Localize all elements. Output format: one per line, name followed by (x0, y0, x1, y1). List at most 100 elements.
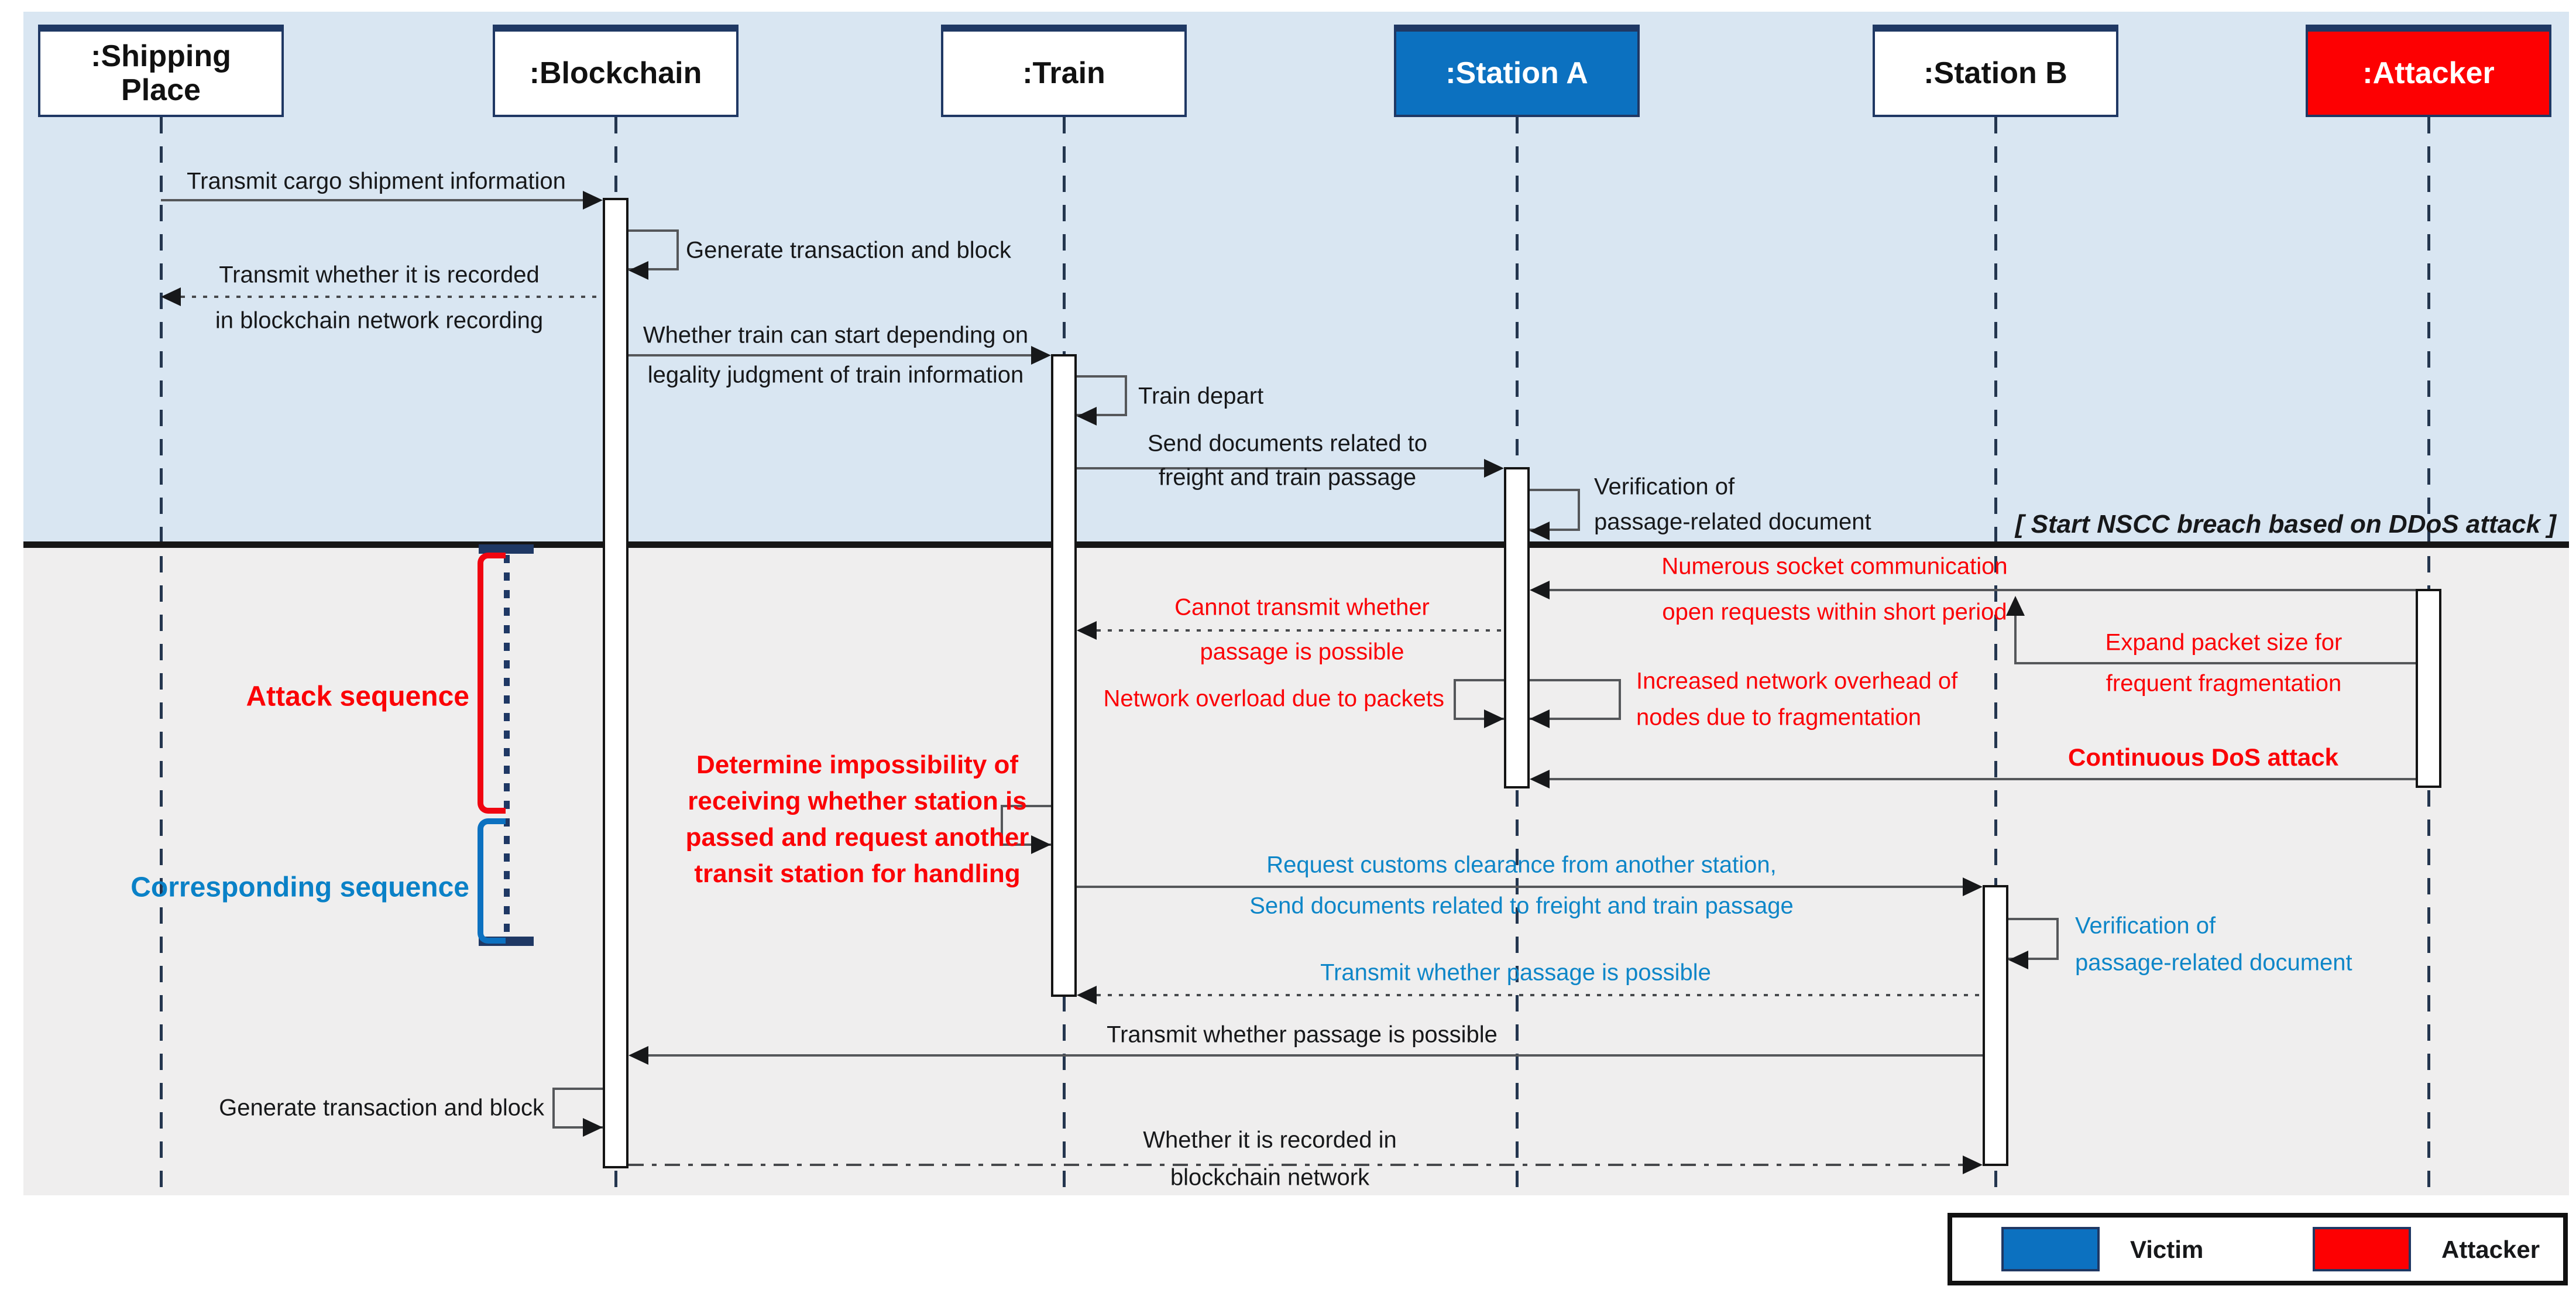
message-label-m20-line1: Whether it is recorded in (1143, 1127, 1397, 1153)
message-line-m17 (1097, 994, 1983, 996)
self-loop-m11 (1454, 679, 1504, 720)
arrowhead-m10 (2006, 596, 2025, 616)
activation-train (1051, 354, 1077, 997)
bracket-top-cap (479, 544, 534, 554)
message-label-m13: Continuous DoS attack (2067, 743, 2339, 771)
message-line-m10-vertical (2014, 615, 2017, 664)
message-label-m9-line2: passage is possible (1200, 639, 1404, 665)
self-loop-m2 (628, 229, 679, 270)
arrowhead-m17 (1077, 986, 1097, 1004)
message-label-m4-line2: legality judgment of train information (647, 362, 1024, 388)
message-label-m3-line1: Transmit whether it is recorded (219, 262, 540, 288)
message-line-m15 (1077, 886, 1963, 888)
arrowhead-m20 (1963, 1155, 1983, 1174)
legend-attacker-swatch (2313, 1227, 2411, 1271)
legend-victim-label: Victim (2130, 1236, 2204, 1263)
actor-station-b: :Station B (1873, 25, 2118, 117)
activation-station-a (1504, 467, 1530, 788)
message-line-m10-horizontal (2014, 662, 2416, 664)
message-label-m10-line2: frequent fragmentation (2106, 670, 2342, 697)
legend-victim-swatch (2001, 1227, 2100, 1271)
message-label-m6-line2: freight and train passage (1158, 464, 1417, 491)
arrowhead-m5 (1077, 407, 1097, 426)
self-loop-m16 (2008, 918, 2059, 960)
message-label-m2: Generate transaction and block (686, 237, 1011, 263)
message-label-m14-line2: receiving whether station is (688, 787, 1027, 815)
arrowhead-m6 (1484, 459, 1504, 478)
message-label-m10-line1: Expand packet size for (2105, 629, 2343, 656)
arrowhead-m9 (1077, 621, 1097, 640)
message-line-m4 (628, 354, 1031, 356)
legend-attacker-label: Attacker (2441, 1236, 2540, 1263)
actor-shipping-place: :Shipping Place (38, 25, 284, 117)
message-line-m13 (1550, 778, 2416, 780)
actor-train: :Train (941, 25, 1187, 117)
arrowhead-m19 (583, 1118, 603, 1137)
arrowhead-m16 (2008, 951, 2028, 969)
arrowhead-m18 (628, 1046, 648, 1065)
corresponding-sequence-label: Corresponding sequence (130, 872, 469, 903)
arrowhead-m1 (583, 191, 603, 210)
attack-sequence-label: Attack sequence (246, 681, 470, 712)
arrowhead-m12 (1530, 709, 1550, 728)
message-label-m6-line1: Send documents related to (1147, 430, 1428, 457)
message-label-m16-line1: Verification of (2075, 913, 2216, 939)
message-line-m6 (1077, 467, 1484, 469)
arrowhead-m13 (1530, 770, 1550, 788)
arrowhead-m7 (1530, 522, 1550, 540)
message-line-m1 (161, 199, 583, 201)
corresponding-sequence-bracket (478, 818, 506, 944)
actor-blockchain: :Blockchain (493, 25, 739, 117)
message-label-m3-line2: in blockchain network recording (215, 307, 544, 334)
message-label-m8-line2: open requests within short period (1662, 599, 2007, 625)
arrowhead-m4 (1031, 346, 1051, 365)
message-line-m9 (1097, 629, 1504, 632)
message-label-m7-line2: passage-related document (1594, 509, 1871, 535)
message-label-m19: Generate transaction and block (219, 1095, 544, 1121)
message-label-m15-line2: Send documents related to freight and tr… (1249, 893, 1794, 919)
message-line-m3 (181, 296, 603, 298)
message-label-m12-line1: Increased network overhead of (1636, 668, 1958, 694)
message-label-m20-line2: blockchain network (1170, 1164, 1370, 1191)
actor-station-a: :Station A (1394, 25, 1640, 117)
actor-attacker: :Attacker (2306, 25, 2551, 117)
self-loop-m7 (1530, 489, 1580, 531)
message-line-m20 (628, 1164, 1963, 1166)
message-label-m1: Transmit cargo shipment information (187, 168, 566, 194)
message-label-m18: Transmit whether passage is possible (1107, 1021, 1497, 1048)
activation-station-b (1983, 885, 2008, 1166)
message-label-m4-line1: Whether train can start depending on (643, 322, 1029, 348)
message-label-m7-line1: Verification of (1594, 474, 1735, 500)
lifeline-station-b (1994, 117, 1997, 1195)
activation-blockchain (603, 198, 628, 1168)
upper-phase-background (23, 12, 2569, 544)
self-loop-m5 (1077, 375, 1127, 416)
message-label-m11: Network overload due to packets (1103, 685, 1444, 712)
message-label-m14-line4: transit station for handling (694, 859, 1021, 888)
self-loop-m12 (1530, 679, 1621, 720)
arrowhead-m11 (1484, 709, 1504, 728)
message-label-m8-line1: Numerous socket communication (1661, 553, 2008, 580)
message-line-m8 (1550, 589, 2416, 591)
arrowhead-m14 (1031, 835, 1051, 854)
message-label-m12-line2: nodes due to fragmentation (1636, 704, 1922, 731)
breach-note: [ Start NSCC breach based on DDoS attack… (2015, 510, 2556, 539)
message-label-m5: Train depart (1138, 383, 1264, 409)
message-label-m15-line1: Request customs clearance from another s… (1266, 852, 1777, 878)
message-label-m17: Transmit whether passage is possible (1320, 959, 1711, 986)
message-label-m9-line1: Cannot transmit whether (1174, 594, 1430, 620)
self-loop-m14 (1001, 805, 1051, 846)
arrowhead-m15 (1963, 877, 1983, 896)
phase-divider-line (23, 541, 2569, 548)
message-label-m14-line3: passed and request another (685, 823, 1029, 852)
arrowhead-m2 (628, 261, 648, 280)
arrowhead-m8 (1530, 581, 1550, 599)
bracket-dotted-line (504, 555, 510, 937)
message-line-m18 (648, 1054, 1983, 1057)
lifeline-shipping-place (160, 117, 163, 1195)
activation-attacker (2416, 589, 2441, 788)
message-label-m16-line2: passage-related document (2075, 949, 2352, 976)
self-loop-m19 (552, 1088, 603, 1129)
lower-phase-background (23, 544, 2569, 1195)
